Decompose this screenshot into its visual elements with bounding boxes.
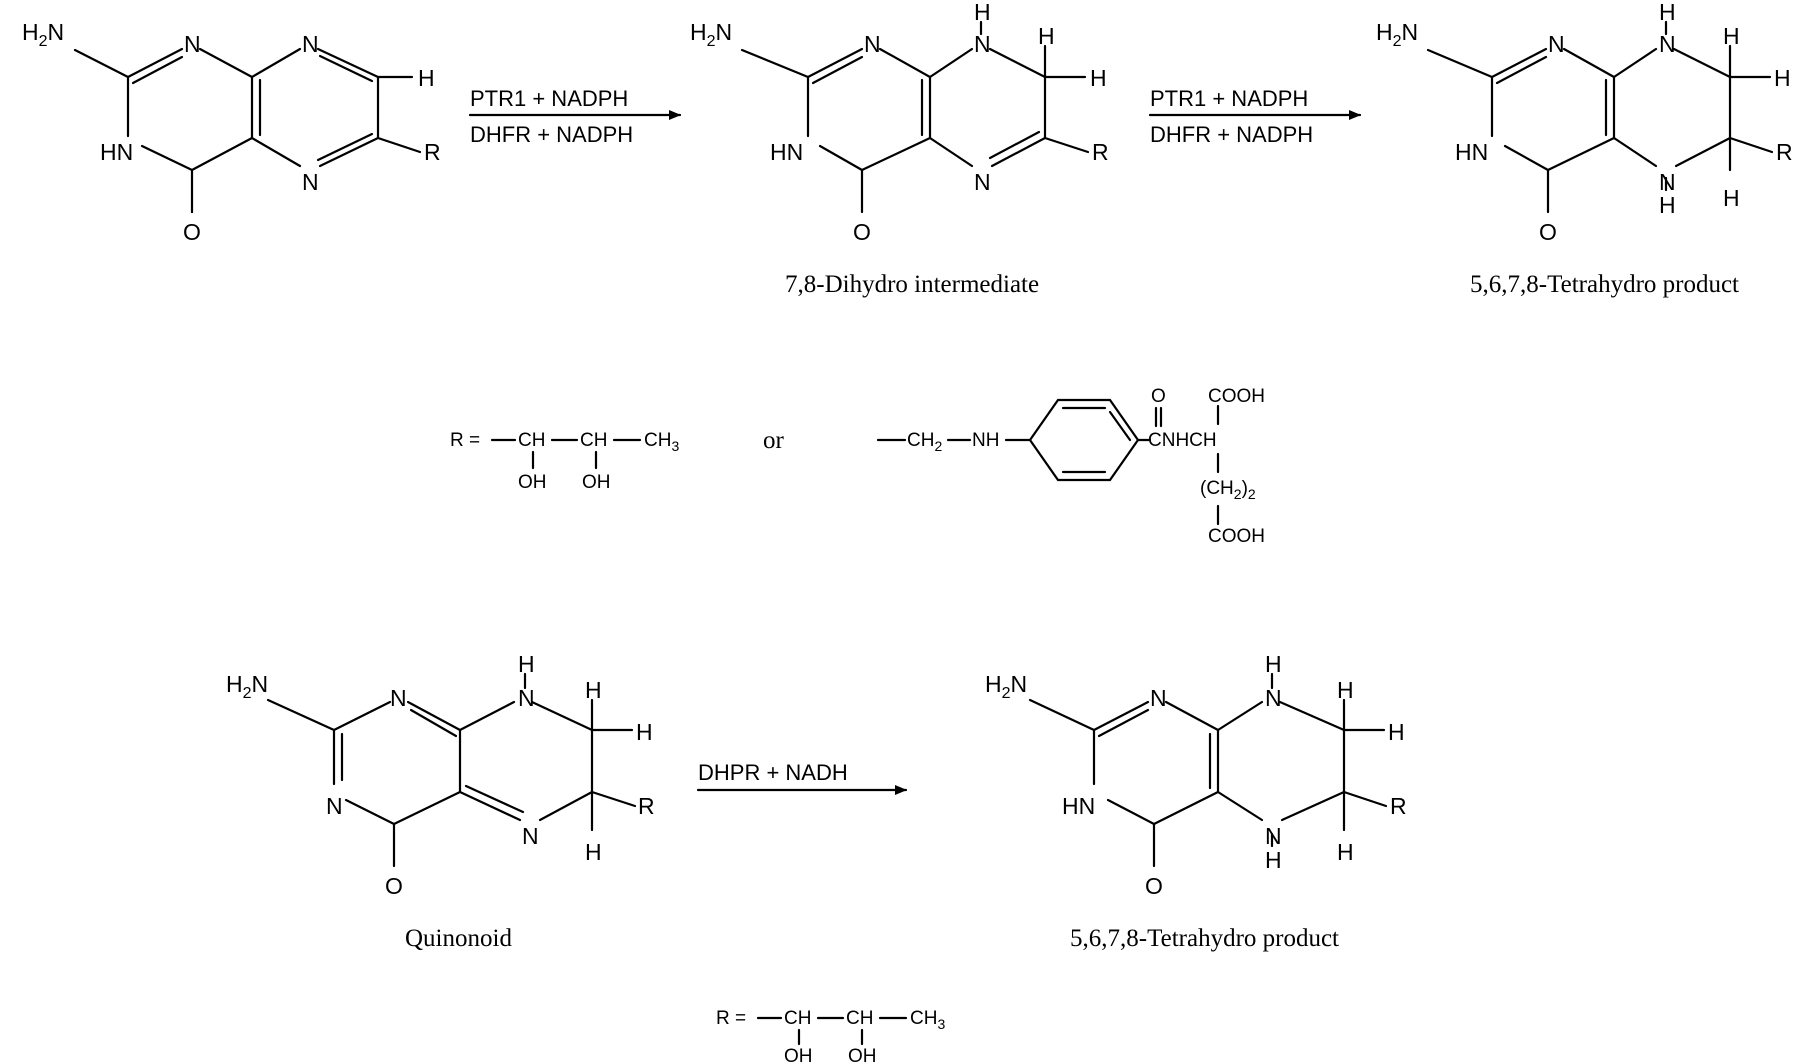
dihydro-intermediate-structure: H2N N H N H H HN N R O 7,8-Dihydro inter… bbox=[690, 0, 1109, 298]
quinonoid-structure: H2N N H N H H N N R H O Quinonoid bbox=[226, 651, 655, 952]
r-group-label: R bbox=[1776, 139, 1793, 165]
r-group-label: R bbox=[1390, 793, 1407, 819]
tetrahydro-caption-bottom: 5,6,7,8-Tetrahydro product bbox=[1070, 925, 1339, 952]
n-atom-label: N bbox=[974, 169, 991, 195]
n-atom-label: N bbox=[518, 685, 535, 711]
h-atom-label: H bbox=[1337, 839, 1354, 865]
r-group-label: R bbox=[1092, 139, 1109, 165]
o-atom-label: O bbox=[183, 219, 201, 245]
h-atom-label: H bbox=[974, 0, 991, 25]
h-atom-label: H bbox=[1090, 65, 1107, 91]
h-atom-label: H bbox=[1659, 0, 1676, 25]
n-atom-label: N bbox=[1265, 823, 1282, 849]
oh-label: OH bbox=[518, 472, 547, 493]
quinonoid-caption: Quinonoid bbox=[405, 925, 512, 952]
ch3-label: CH3 bbox=[644, 430, 679, 454]
ch2-label: CH2 bbox=[907, 430, 942, 454]
h-atom-label: H bbox=[1723, 23, 1740, 49]
h-atom-label: H bbox=[418, 65, 435, 91]
h-atom-label: H bbox=[518, 651, 535, 677]
hn-atom-label: HN bbox=[1062, 793, 1095, 819]
reagent-ptr1-label: PTR1 + NADPH bbox=[1150, 86, 1308, 111]
n-atom-label: N bbox=[1659, 31, 1676, 57]
h-atom-label: H bbox=[1659, 192, 1676, 218]
oh-label: OH bbox=[582, 472, 611, 493]
hn-atom-label: HN bbox=[100, 139, 133, 165]
nh-label: NH bbox=[972, 430, 999, 451]
reagent-ptr1-label: PTR1 + NADPH bbox=[470, 86, 628, 111]
amino-group-label: H2N bbox=[690, 19, 732, 50]
r-group-label: R bbox=[424, 139, 441, 165]
n-atom-label: N bbox=[302, 31, 319, 57]
tetrahydro-product-structure-bottom: H2N N H N H H HN N H H R O 5,6,7,8-Tetra… bbox=[985, 651, 1407, 952]
h-atom-label: H bbox=[1388, 719, 1405, 745]
o-atom-label: O bbox=[853, 219, 871, 245]
amino-group-label: H2N bbox=[985, 671, 1027, 702]
ch-label: CH bbox=[784, 1008, 811, 1029]
cnhch-label: CNHCH bbox=[1148, 430, 1217, 451]
cooh-label: COOH bbox=[1208, 526, 1265, 547]
dihydro-caption: 7,8-Dihydro intermediate bbox=[785, 271, 1039, 298]
cooh-label: COOH bbox=[1208, 386, 1265, 407]
ch2-chain-label: (CH2)2 bbox=[1200, 478, 1256, 502]
h-atom-label: H bbox=[1265, 847, 1282, 873]
r-group-biopterin: R = CH CH CH3 OH OH bbox=[450, 430, 679, 493]
h-atom-label: H bbox=[1038, 23, 1055, 49]
n-atom-label: N bbox=[326, 793, 343, 819]
h-atom-label: H bbox=[1723, 185, 1740, 211]
reaction-arrow-3: DHPR + NADH bbox=[696, 760, 908, 795]
r-group-biopterin-bottom: R = CH CH CH3 OH OH bbox=[716, 1008, 945, 1063]
n-atom-label: N bbox=[974, 31, 991, 57]
n-atom-label: N bbox=[302, 169, 319, 195]
amino-group-label: H2N bbox=[1376, 19, 1418, 50]
reaction-arrow-2: PTR1 + NADPH DHFR + NADPH bbox=[1148, 86, 1362, 147]
h-atom-label: H bbox=[636, 719, 653, 745]
oh-label: OH bbox=[848, 1046, 877, 1063]
hn-atom-label: HN bbox=[770, 139, 803, 165]
n-atom-label: N bbox=[1548, 31, 1565, 57]
o-atom-label: O bbox=[1145, 873, 1163, 899]
h-atom-label: H bbox=[585, 839, 602, 865]
ch-label: CH bbox=[518, 430, 545, 451]
reagent-dhfr-label: DHFR + NADPH bbox=[1150, 122, 1313, 147]
h-atom-label: H bbox=[1774, 65, 1791, 91]
n-atom-label: N bbox=[1265, 685, 1282, 711]
oxidized-pterin-structure: H2N N N H HN N R O bbox=[22, 19, 441, 245]
h-atom-label: H bbox=[1265, 651, 1282, 677]
ch-label: CH bbox=[846, 1008, 873, 1029]
r-group-label: R bbox=[638, 793, 655, 819]
o-atom-label: O bbox=[1539, 219, 1557, 245]
n-atom-label: N bbox=[390, 685, 407, 711]
n-atom-label: N bbox=[522, 823, 539, 849]
n-atom-label: N bbox=[1659, 169, 1676, 195]
reagent-dhpr-label: DHPR + NADH bbox=[698, 760, 848, 785]
oh-label: OH bbox=[784, 1046, 813, 1063]
r-equals-label: R = bbox=[450, 430, 480, 451]
reagent-dhfr-label: DHFR + NADPH bbox=[470, 122, 633, 147]
or-label: or bbox=[763, 427, 785, 454]
ch-label: CH bbox=[580, 430, 607, 451]
n-atom-label: N bbox=[1150, 685, 1167, 711]
r-equals-label: R = bbox=[716, 1008, 746, 1029]
tetrahydro-caption-top: 5,6,7,8-Tetrahydro product bbox=[1470, 271, 1739, 298]
o-atom-label: O bbox=[385, 873, 403, 899]
ch3-label: CH3 bbox=[910, 1008, 945, 1032]
tetrahydro-product-structure-top: H2N N H N H H HN N H H R O 5,6,7,8-Tetra… bbox=[1376, 0, 1793, 298]
amino-group-label: H2N bbox=[22, 19, 64, 50]
h-atom-label: H bbox=[1337, 677, 1354, 703]
hn-atom-label: HN bbox=[1455, 139, 1488, 165]
n-atom-label: N bbox=[864, 31, 881, 57]
h-atom-label: H bbox=[585, 677, 602, 703]
r-group-folate-side-chain: CH2 NH CNHCH O COOH (CH2)2 COOH bbox=[876, 386, 1265, 547]
carbonyl-o-label: O bbox=[1151, 386, 1166, 407]
n-atom-label: N bbox=[184, 31, 201, 57]
reaction-arrow-1: PTR1 + NADPH DHFR + NADPH bbox=[468, 86, 682, 147]
amino-group-label: H2N bbox=[226, 671, 268, 702]
